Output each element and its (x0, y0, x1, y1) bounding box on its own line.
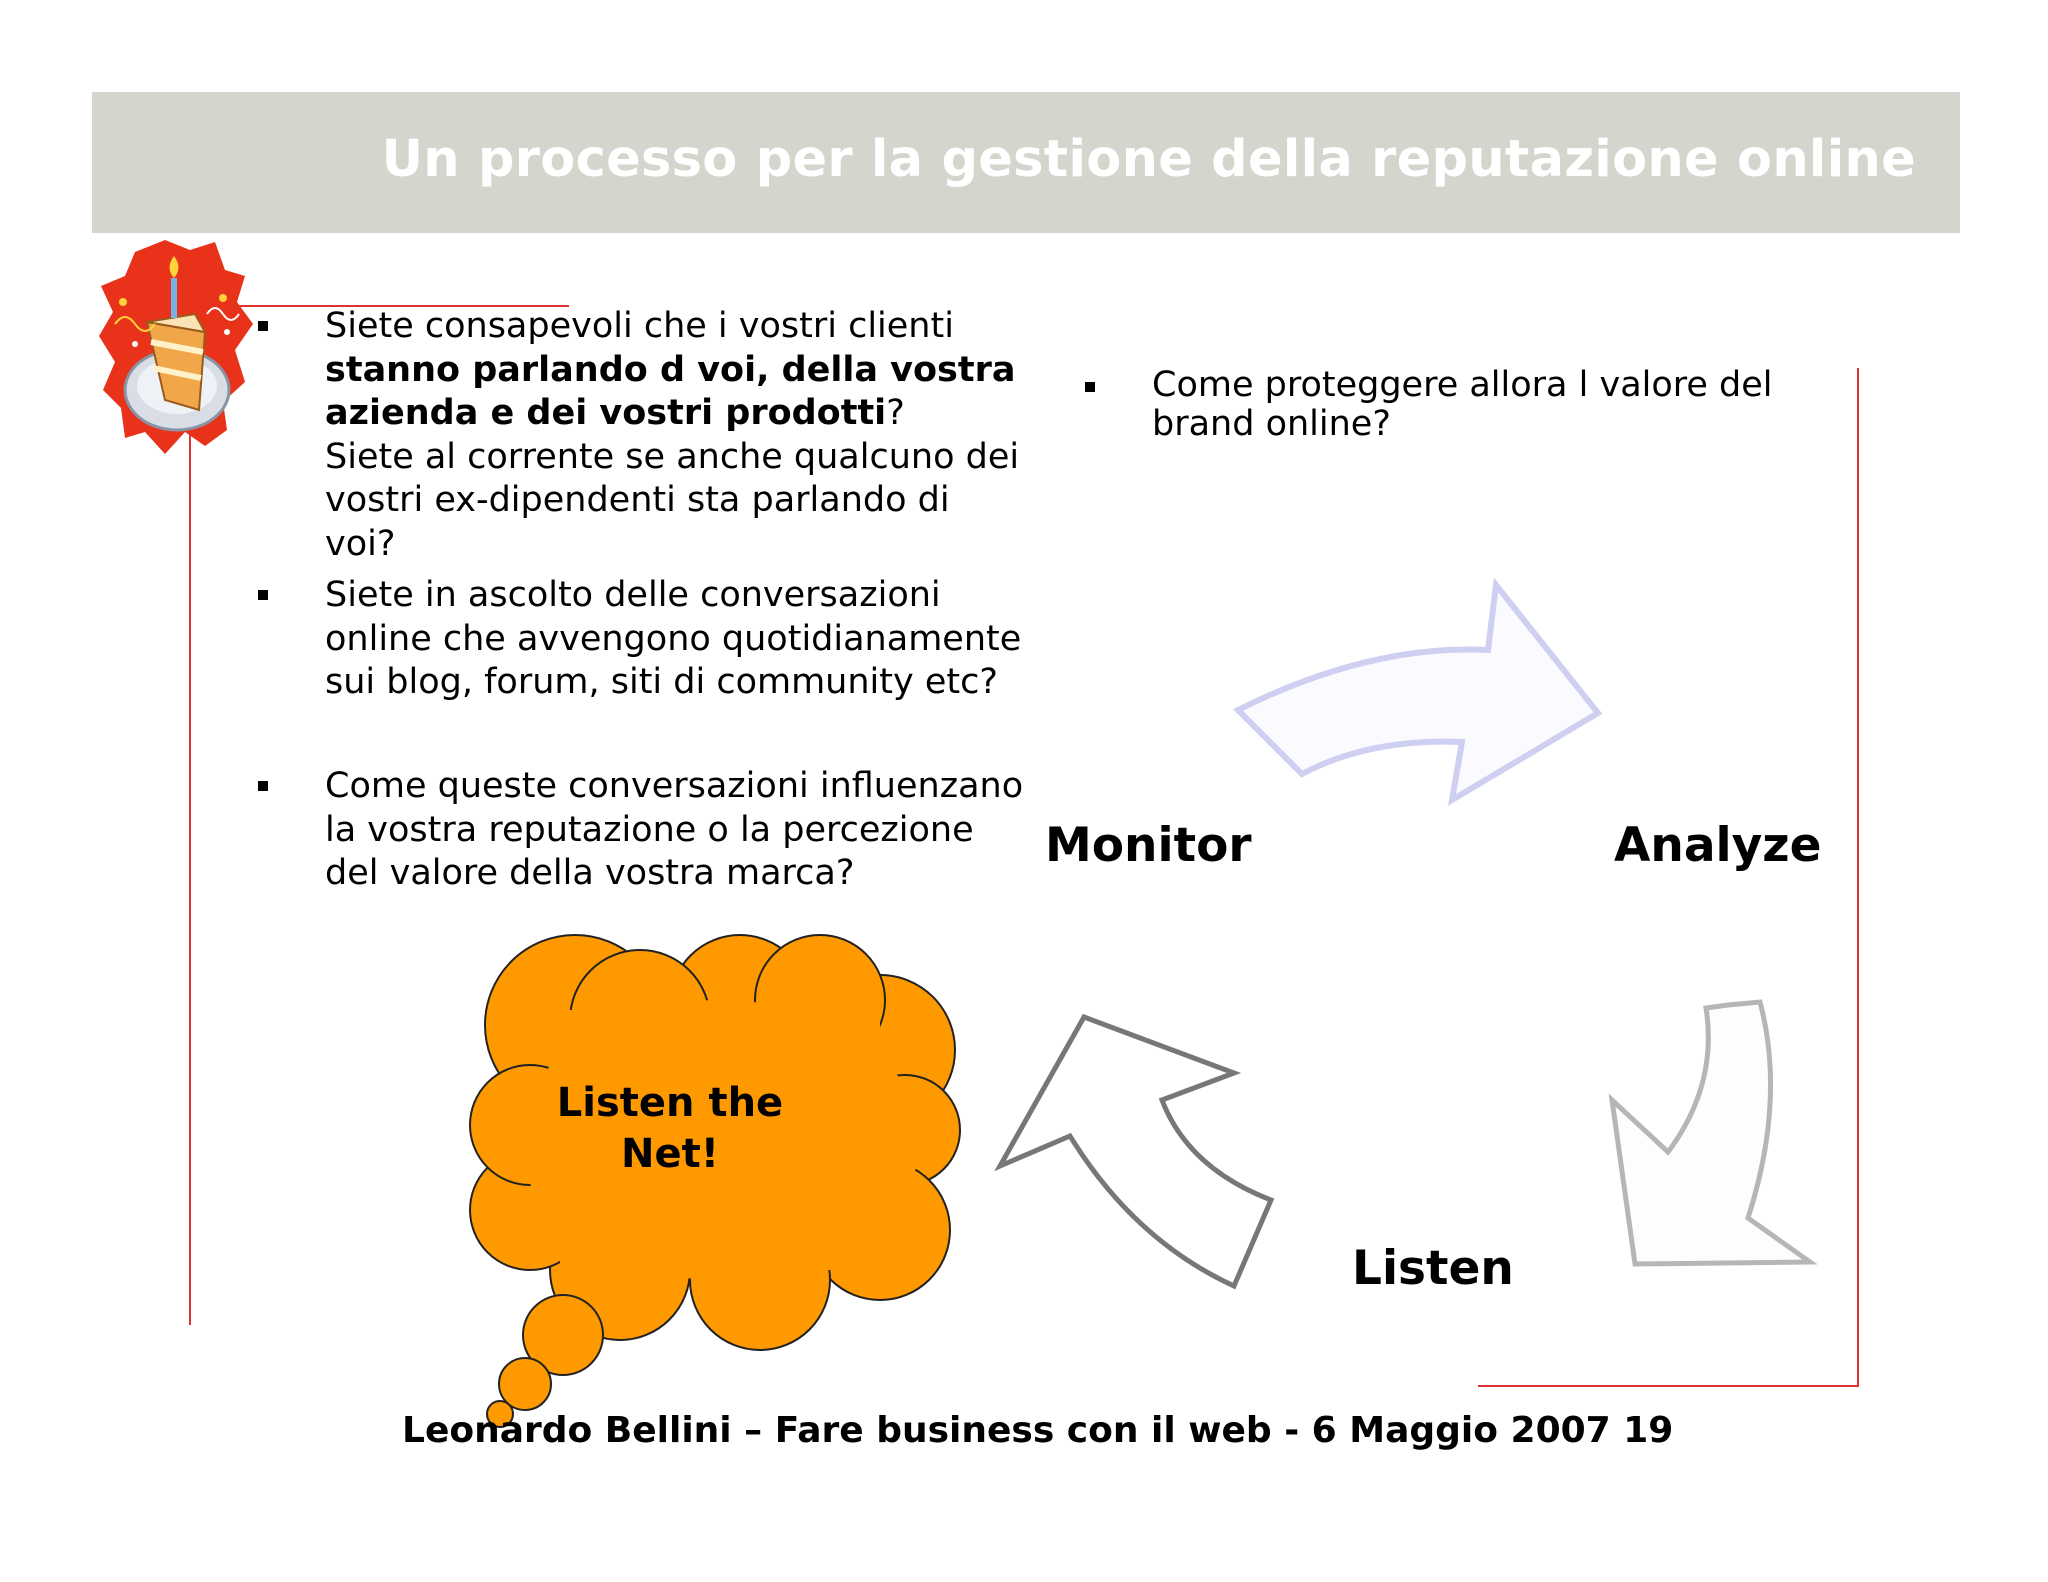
slide-title: Un processo per la gestione della reputa… (381, 130, 1916, 189)
bullet-2-line-2: online che avvengono quotidianamente (325, 618, 1022, 659)
cycle-arrow-left (994, 1013, 1275, 1290)
slide-footer: Leonardo Bellini – Fare business con il … (402, 1410, 1674, 1451)
thought-bubble-large (522, 1294, 604, 1376)
cloud-text-line-2: Net! (621, 1131, 719, 1177)
bullet-1-line-4: Siete al corrente se anche qualcuno dei (325, 436, 1020, 477)
bullet-right-line-2: brand online? (1152, 404, 1391, 444)
frame-line-right (1857, 368, 1859, 1386)
thought-cloud (469, 934, 961, 1351)
bullet-right-line-1: Come proteggere allora l valore del (1152, 365, 1773, 405)
frame-line-left (189, 305, 191, 1325)
cloud-text: Listen the Net! (540, 1078, 800, 1180)
bullet-3-line-2: la vostra reputazione o la percezione (325, 809, 974, 850)
bullet-1-bold-line-1: stanno parlando d voi, della vostra (325, 349, 1016, 390)
bullet-1-question-mark: ? (886, 393, 905, 433)
bullet-right-text: Come proteggere allora l valore del bran… (1152, 366, 1773, 444)
bullet-1-bold-line-2: azienda e dei vostri prodotti (325, 393, 887, 433)
bullet-3-line-1: Come queste conversazioni influenzano (325, 766, 1024, 806)
thought-bubble-small (486, 1400, 514, 1428)
bullet-1-text: Siete consapevoli che i vostri clienti s… (325, 305, 1019, 566)
bullet-marker-3 (258, 781, 268, 791)
bullet-2-line-1: Siete in ascolto delle conversazioni (325, 575, 941, 615)
birthday-cake-clipart (99, 240, 253, 454)
bullet-marker-2 (258, 590, 268, 600)
cycle-arrow-top (1232, 577, 1603, 806)
cycle-label-monitor: Monitor (1045, 818, 1252, 873)
bullet-2-text: Siete in ascolto delle conversazioni onl… (325, 574, 1021, 705)
bullet-3-text: Come queste conversazioni influenzano la… (325, 765, 1023, 896)
bullet-2-line-3: sui blog, forum, siti di community etc? (325, 662, 998, 702)
bullet-marker-right (1085, 382, 1095, 392)
bullet-1-line-6: voi? (325, 523, 396, 564)
cycle-arrow-right (1608, 999, 1818, 1267)
cycle-label-listen: Listen (1352, 1241, 1514, 1296)
bullet-1-line-1: Siete consapevoli che i vostri clienti (325, 306, 954, 346)
cycle-label-analyze: Analyze (1614, 818, 1822, 873)
thought-bubble-medium (498, 1357, 552, 1411)
cloud-text-line-1: Listen the (556, 1080, 784, 1126)
frame-line-top-left (189, 305, 569, 307)
bullet-1-line-5: vostri ex-dipendenti sta parlando di (325, 480, 950, 520)
bullet-3-line-3: del valore della vostra marca? (325, 853, 855, 893)
frame-line-bottom (1478, 1385, 1859, 1387)
title-bar: Un processo per la gestione della reputa… (92, 92, 1960, 233)
bullet-marker-1 (258, 321, 268, 331)
